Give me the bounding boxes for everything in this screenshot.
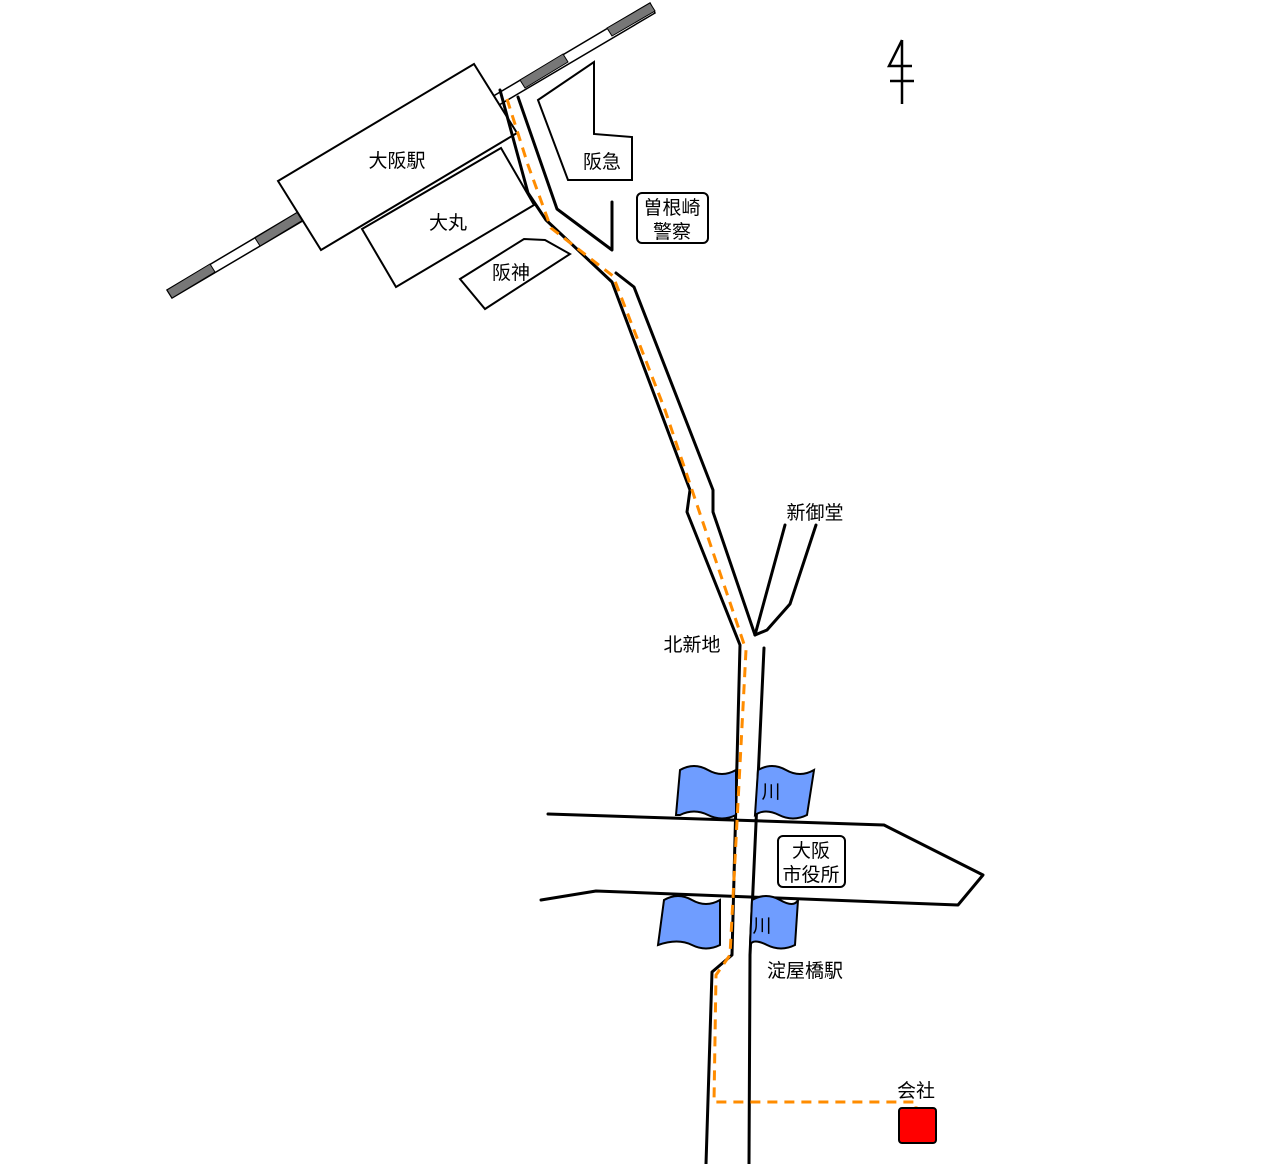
hankyu-label: 阪急 [583,151,621,173]
sonezaki-police-box [636,192,709,244]
sonezaki-police-label-2: 警察 [653,221,691,243]
kitashinchi-label: 北新地 [663,634,720,656]
osaka-station-label: 大阪駅 [368,150,425,172]
city-hall-street-upper [539,812,985,907]
yodoyabashi-label: 淀屋橋駅 [767,960,843,982]
city-hall-label-2: 市役所 [782,864,839,886]
river-upper [674,765,816,820]
company-label: 会社 [897,1080,935,1102]
city-hall-box [777,835,846,888]
hankyu-building [536,60,633,181]
city-hall-label-1: 大阪 [792,840,830,862]
walking-route [505,98,918,1108]
hanshin-building [458,237,572,311]
sonezaki-police-label-1: 曽根崎 [643,197,700,219]
north-arrow-icon [886,39,914,104]
daimaru-label: 大丸 [429,212,467,234]
river-lower [656,895,799,950]
company-marker-icon [898,1107,937,1144]
river-upper-label: 川 [761,781,780,803]
shinmido-label: 新御堂 [786,502,843,524]
river-lower-label: 川 [752,915,771,937]
main-road [498,88,818,1164]
hanshin-label: 阪神 [492,262,530,284]
daimaru-building [360,146,536,289]
